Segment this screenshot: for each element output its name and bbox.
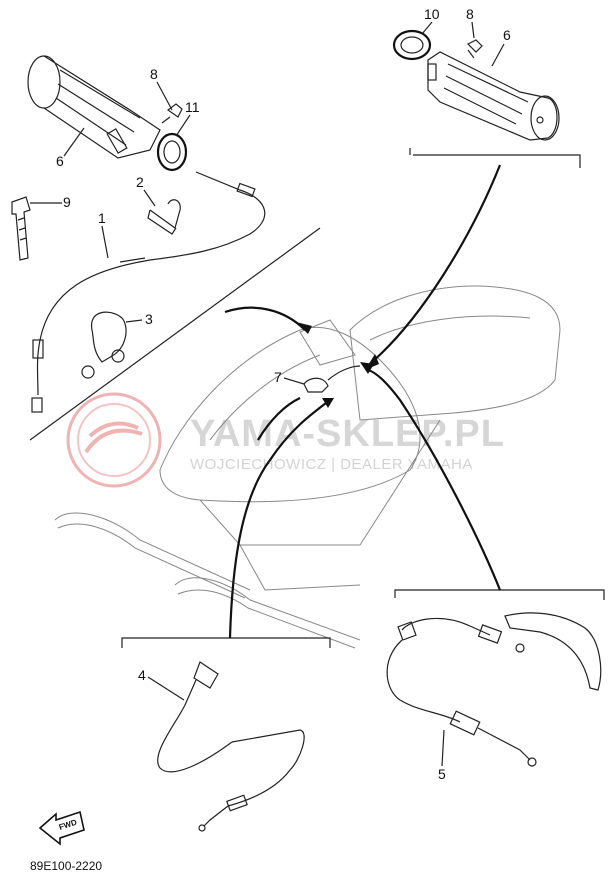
callout-6-right: 6 xyxy=(503,27,511,43)
callout-6-left: 6 xyxy=(56,153,64,169)
leader-lines xyxy=(224,164,502,639)
throttle-cable-1 xyxy=(31,171,266,413)
bracket-2 xyxy=(147,199,181,235)
bolt-8-left xyxy=(161,103,183,124)
part-code: 89E100-2220 xyxy=(30,859,102,873)
callout-5: 5 xyxy=(438,766,446,782)
callout-8-left: 8 xyxy=(150,66,158,82)
callout-2: 2 xyxy=(136,174,144,190)
callouts: 8 11 6 2 9 1 3 10 8 6 7 4 5 xyxy=(30,6,511,782)
callout-1: 1 xyxy=(98,210,106,226)
watermark: YAMA-SKLEP.PL WOJCIECHOWICZ | DEALER YAM… xyxy=(66,392,505,488)
watermark-title: YAMA-SKLEP.PL xyxy=(190,413,505,455)
cable-guide-7 xyxy=(303,365,361,393)
callout-11: 11 xyxy=(185,99,200,115)
snowmobile-outline xyxy=(54,285,561,649)
brake-cable-5 xyxy=(386,612,602,767)
callout-4: 4 xyxy=(138,667,146,683)
watermark-logo xyxy=(66,392,162,488)
clip-9 xyxy=(11,196,31,261)
callout-8-right: 8 xyxy=(466,6,474,22)
bolt-8-right xyxy=(466,39,483,59)
grip-end-ring-10 xyxy=(392,29,432,61)
callout-3: 3 xyxy=(145,311,153,327)
grip-end-ring-11 xyxy=(156,132,188,172)
panel-boundaries xyxy=(29,148,605,648)
callout-9: 9 xyxy=(63,194,71,210)
handlebar-grip-right xyxy=(427,51,560,141)
clamp-3 xyxy=(81,311,127,379)
callout-10: 10 xyxy=(424,6,440,22)
handlebar-grip-left xyxy=(27,55,161,159)
fwd-arrow-icon: FWD xyxy=(38,810,85,846)
callout-7: 7 xyxy=(274,369,282,385)
choke-cable-4 xyxy=(157,661,305,832)
watermark-subtitle: WOJCIECHOWICZ | DEALER YAMAHA xyxy=(190,456,473,473)
